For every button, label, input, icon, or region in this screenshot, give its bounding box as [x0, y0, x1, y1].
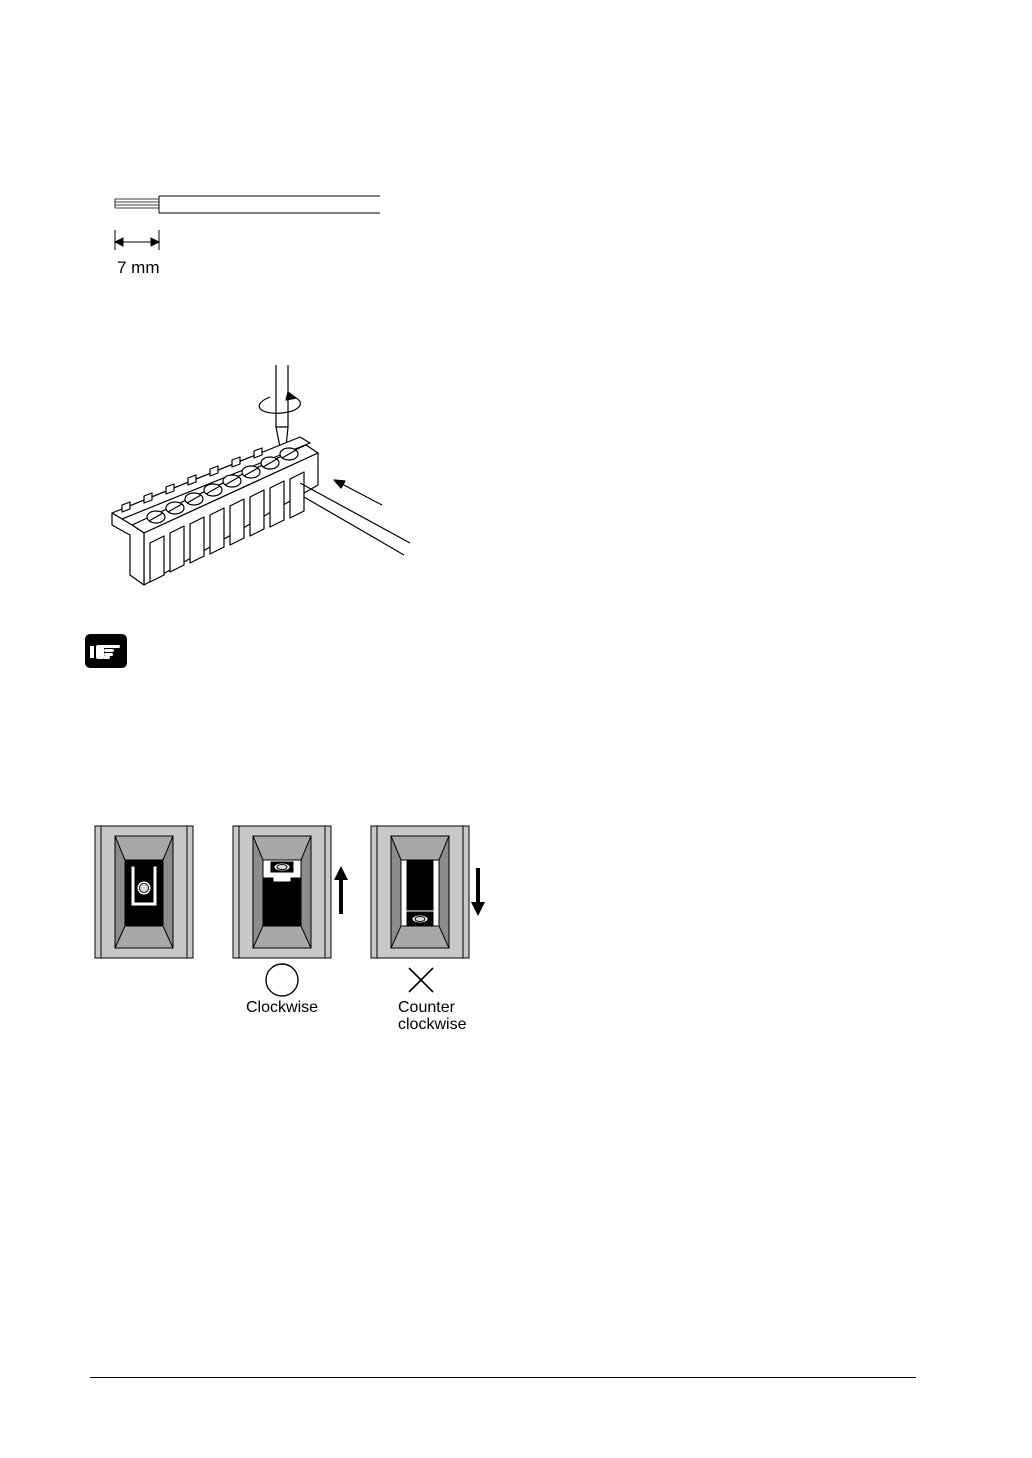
screwdriver: [276, 365, 288, 447]
arrow-down-icon: [471, 868, 485, 916]
rotation-arrow: [259, 392, 300, 413]
screw-panel-counter-clockwise: [371, 826, 469, 958]
arrow-up-icon: [334, 866, 348, 914]
strip-length-label: 7 mm: [117, 259, 160, 276]
counter-clockwise-label-line2: clockwise: [398, 1016, 466, 1033]
cross-mark-icon: [407, 966, 435, 994]
footer-rule: [90, 1377, 916, 1378]
screw-panel-neutral: [95, 826, 193, 958]
bare-conductor: [115, 199, 159, 208]
clockwise-label: Clockwise: [246, 999, 318, 1016]
wire-insulation: [159, 196, 380, 213]
pointing-hand-icon: [85, 634, 127, 668]
insertion-arrow: [334, 480, 382, 505]
screw-panel-clockwise: [233, 826, 331, 958]
terminal-block-figure: [100, 365, 420, 590]
inserted-wire: [300, 483, 410, 555]
circle-mark-icon: [264, 962, 300, 998]
counter-clockwise-label-line1: Counter: [398, 999, 455, 1016]
dimension-marker: [115, 230, 159, 250]
screw-position-figure: [90, 820, 500, 965]
